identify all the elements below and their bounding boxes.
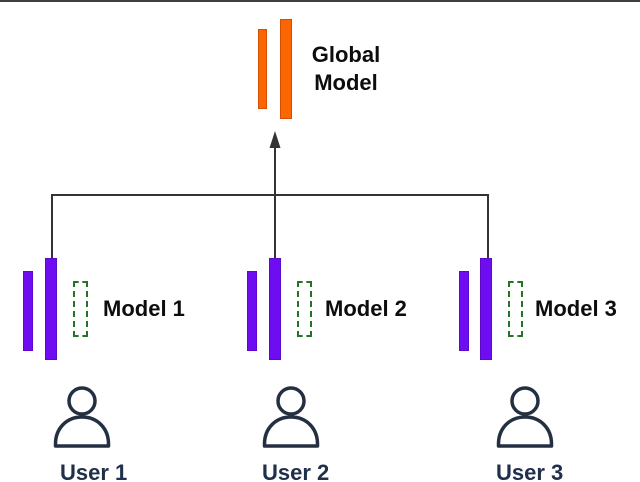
arrow-up-icon (269, 131, 281, 148)
model-bar-tall (480, 258, 492, 360)
model-dashed-outline (508, 281, 523, 337)
model-3-label: Model 3 (535, 296, 617, 321)
user-icon (53, 386, 111, 448)
model-1-label: Model 1 (103, 296, 185, 321)
global-model-bar-right (280, 19, 292, 119)
model-bar-short (459, 271, 469, 351)
model-2-label: Model 2 (325, 296, 407, 321)
model-bar-tall (269, 258, 281, 360)
global-model-bar-left (258, 29, 267, 109)
user-3-label: User 3 (496, 460, 564, 482)
global-model-label: Global Model (311, 42, 381, 95)
user-2-label: User 2 (262, 460, 330, 482)
branch-connector-line (51, 194, 489, 259)
user-1-label: User 1 (60, 460, 128, 482)
user-icon (262, 386, 320, 448)
model-dashed-outline (73, 281, 88, 337)
model-dashed-outline (297, 281, 312, 337)
model-bar-short (23, 271, 33, 351)
model-bar-tall (45, 258, 57, 360)
top-divider (0, 0, 640, 2)
model-bar-short (247, 271, 257, 351)
user-icon (496, 386, 554, 448)
